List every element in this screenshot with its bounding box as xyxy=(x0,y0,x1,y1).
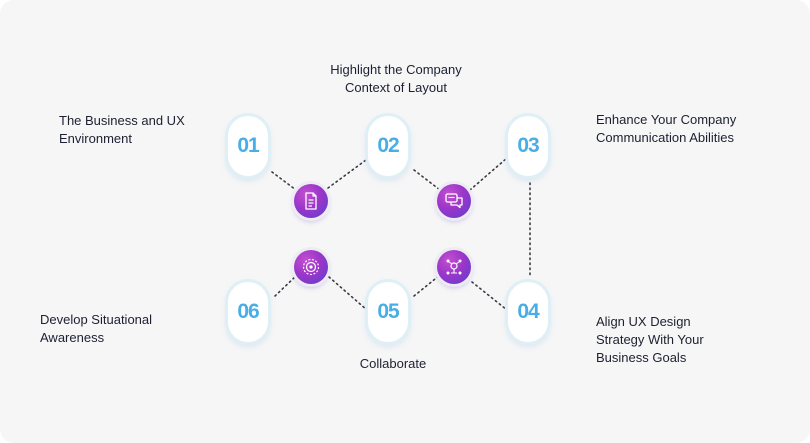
step-04-number: 04 xyxy=(508,282,548,342)
network-icon xyxy=(437,250,471,284)
step-06-number: 06 xyxy=(228,282,268,342)
step-01-number: 01 xyxy=(228,116,268,176)
target-icon xyxy=(294,250,328,284)
chat-icon xyxy=(437,184,471,218)
step-03-number: 03 xyxy=(508,116,548,176)
document-icon xyxy=(294,184,328,218)
step-05-number: 05 xyxy=(368,282,408,342)
step-05-label: Collaborate xyxy=(359,356,427,371)
step-02-number: 02 xyxy=(368,116,408,176)
